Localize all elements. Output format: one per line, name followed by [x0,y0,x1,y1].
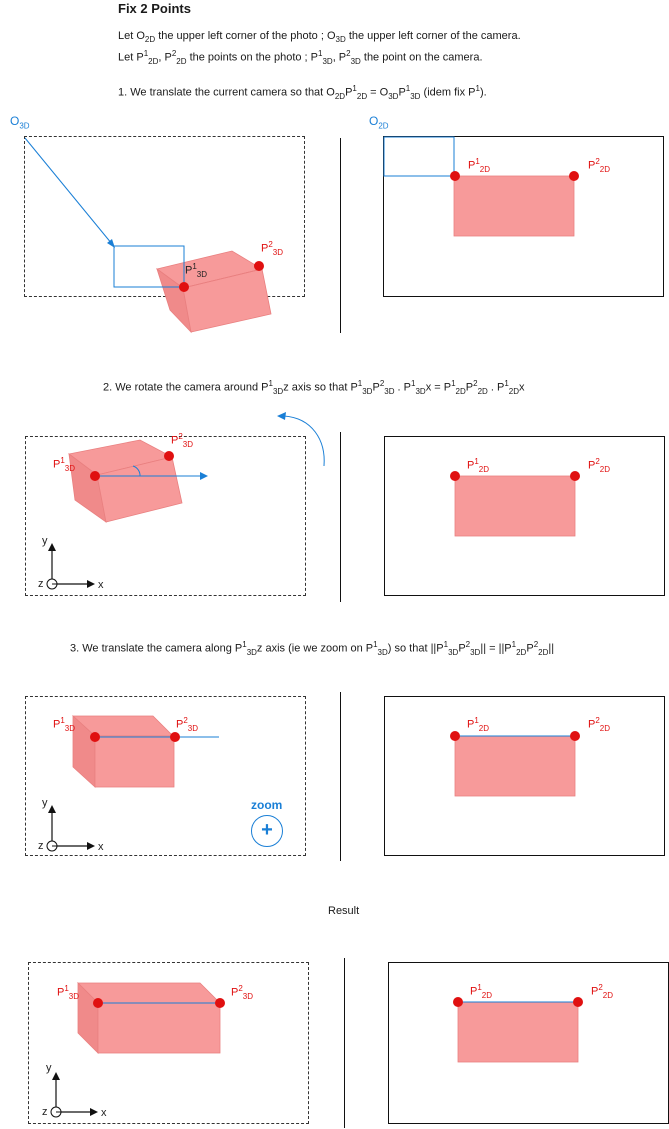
p2-3d-label-3: P23D [176,716,199,733]
o3d-label: O3D [10,114,30,131]
photo3-rect [454,735,576,797]
p2-3d-point-3 [170,732,180,742]
x-direction-arrow-head [200,472,208,480]
y-axis-head [48,543,56,551]
photo-rect [453,175,575,237]
step-1-text: 1. We translate the current camera so th… [118,84,487,101]
p1-2d-point-2 [450,471,460,481]
x-axis-head [87,580,95,588]
y-axis-head-3 [48,805,56,813]
p2-3d-label-2: P23D [171,432,194,449]
p2-2d-label-2: P22D [588,457,611,474]
y-axis-label-result: y [46,1062,52,1074]
step2-camera-frame [25,436,306,596]
step3-divider [340,692,341,861]
box4-front-face [97,1002,221,1054]
result-divider [344,958,345,1128]
step1-camera-frame [24,136,305,297]
box3-front-face [94,735,175,788]
p2-2d-label-3: P22D [588,716,611,733]
translation-arrow-head [107,239,115,248]
p1-2d-label-2: P12D [467,457,490,474]
step2-divider [340,432,341,602]
intro-line-1: Let O2D the upper left corner of the pho… [118,30,521,45]
p1-2d-point [450,171,460,181]
p2-3d-point-result [215,998,225,1008]
p2-2d-point-2 [570,471,580,481]
step-3-text: 3. We translate the camera along P13Dz a… [70,640,555,657]
translation-arrow [24,137,113,245]
zoom-label: zoom [251,798,283,812]
step-2-text: 2. We rotate the camera around P13Dz axi… [103,379,525,396]
zoom-in-button[interactable]: + [251,815,283,847]
intro-line-2: Let P12D, P22D the points on the photo ;… [118,49,483,66]
y-axis-label: y [42,535,48,547]
step2-photo-frame [384,436,665,596]
z-axis-label: z [38,578,44,590]
x-axis-label-result: x [101,1107,107,1119]
x-axis-head-3 [87,842,95,850]
p1-3d-label-result: P13D [57,984,80,1001]
p1-2d-point-result [453,997,463,1007]
p1-3d-label-3: P13D [53,716,76,733]
y-axis-head-result [52,1072,60,1080]
p2-2d-label-result: P22D [591,983,614,1000]
step1-photo-frame [383,136,664,297]
step3-photo-frame [384,696,665,856]
rotation-arrow [283,415,325,467]
p1-3d-label: P13D [185,262,208,279]
p1-3d-point-3 [90,732,100,742]
z-axis-label-result: z [42,1106,48,1118]
p2-3d-label-result: P23D [231,984,254,1001]
p2-3d-point-2 [164,451,174,461]
p2-2d-point-3 [570,731,580,741]
page-title: Fix 2 Points [118,1,191,16]
z-axis-label-3: z [38,840,44,852]
result-label: Result [328,905,360,917]
p2-3d-label: P23D [261,240,284,257]
x-axis-label-3: x [98,841,104,853]
x-axis-label: x [98,579,104,591]
p1-3d-point-2 [90,471,100,481]
p2-2d-label: P22D [588,157,611,174]
x-axis-head-result [90,1108,98,1116]
result-camera-frame [28,962,309,1124]
o2d-label: O2D [369,114,389,131]
p1-3d-point [179,282,189,292]
photo2-rect [454,475,576,537]
p2-3d-point [254,261,264,271]
p1-3d-label-2: P13D [53,456,76,473]
origin-rect [383,136,455,177]
photo4-rect [457,1001,579,1063]
step1-divider [340,138,341,333]
p1-2d-label-3: P12D [467,716,490,733]
p2-2d-point [569,171,579,181]
p1-2d-label: P12D [468,157,491,174]
p1-2d-point-3 [450,731,460,741]
rotation-arrow-head [277,412,286,420]
p2-2d-point-result [573,997,583,1007]
p1-3d-point-result [93,998,103,1008]
step3-camera-frame [25,696,306,856]
p1-2d-label-result: P12D [470,983,493,1000]
y-axis-label-3: y [42,797,48,809]
box2-front-face [96,456,183,523]
camera-corner-rect [113,245,185,288]
